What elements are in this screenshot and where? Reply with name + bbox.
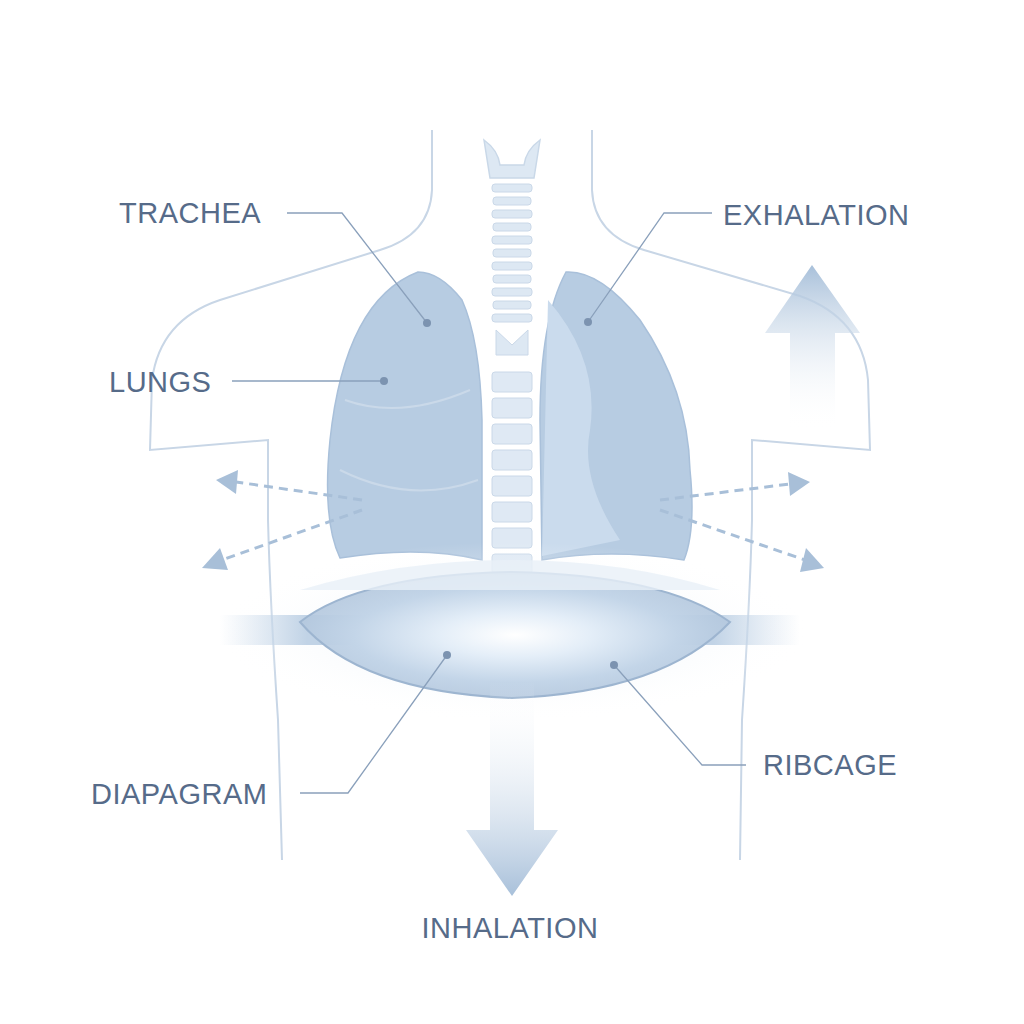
trachea-ring — [493, 223, 531, 231]
trachea-ring — [492, 236, 532, 244]
spine-vertebra — [492, 502, 532, 522]
part-label: EXHALATION — [720, 199, 913, 232]
spine-vertebra — [492, 424, 532, 444]
trachea-ring — [493, 275, 531, 283]
part-label: DIAPAGRAM — [88, 778, 270, 811]
trachea-ring — [493, 301, 531, 309]
trachea-ring — [492, 288, 532, 296]
bronchi-split — [496, 330, 528, 355]
trachea-ring — [492, 184, 532, 192]
spine-vertebra — [492, 450, 532, 470]
part-label: TRACHEA — [116, 197, 264, 230]
trachea-ring — [493, 197, 531, 205]
spine-vertebra — [492, 372, 532, 392]
trachea-ring — [492, 262, 532, 270]
part-label: INHALATION — [419, 912, 602, 945]
spine-vertebra — [492, 398, 532, 418]
part-label: RIBCAGE — [760, 749, 900, 782]
trachea-ring — [492, 314, 532, 322]
trachea-ring — [492, 210, 532, 218]
spine-vertebra — [492, 476, 532, 496]
trachea-ring — [493, 249, 531, 257]
part-label: LUNGS — [106, 366, 214, 399]
